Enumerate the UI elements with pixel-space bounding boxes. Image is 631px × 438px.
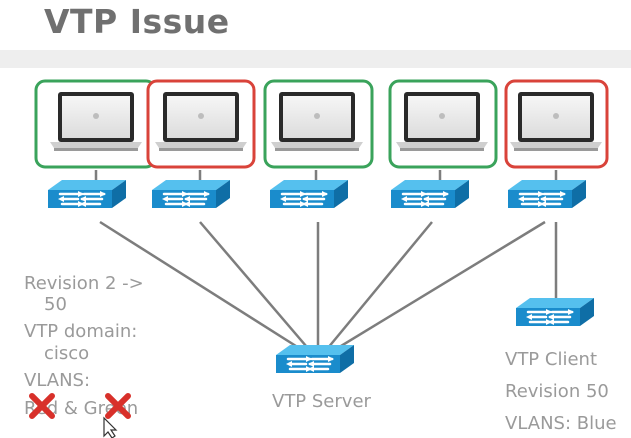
header-divider-band bbox=[0, 50, 631, 68]
cross-mark-icon bbox=[105, 393, 131, 419]
client-revision: Revision 50 bbox=[505, 381, 609, 402]
laptop-icon bbox=[271, 92, 363, 151]
client-switch-icon bbox=[514, 296, 596, 328]
laptop-5 bbox=[504, 79, 609, 169]
vtp-domain-label: VTP domain: bbox=[24, 321, 138, 342]
vtp-server-label: VTP Server bbox=[272, 391, 371, 412]
client-vlans: VLANS: Blue bbox=[505, 413, 617, 434]
switch-icon-3 bbox=[268, 178, 350, 210]
server-switch-icon bbox=[274, 343, 356, 375]
laptop-icon bbox=[510, 92, 602, 151]
switch-icon-5 bbox=[506, 178, 588, 210]
link-switch-4 bbox=[317, 221, 433, 361]
switch-icon-1 bbox=[46, 178, 128, 210]
revision-note: Revision 2 -> bbox=[24, 273, 144, 294]
link-switch-5 bbox=[317, 220, 546, 362]
laptop-icon bbox=[155, 92, 247, 151]
link-switch-1 bbox=[99, 220, 319, 362]
link-lines bbox=[94, 170, 558, 362]
revision-value: 50 bbox=[44, 294, 67, 315]
switch-icon-4 bbox=[389, 178, 471, 210]
vlans-label: VLANS: bbox=[24, 370, 91, 391]
laptop-icon bbox=[396, 92, 488, 151]
laptop-1 bbox=[34, 79, 157, 169]
laptop-4 bbox=[388, 79, 498, 169]
vtp-client-label: VTP Client bbox=[505, 349, 597, 370]
slide-title: VTP Issue bbox=[44, 2, 230, 41]
switch-icon-2 bbox=[150, 178, 232, 210]
laptop-icon bbox=[50, 92, 142, 151]
vtp-domain-value: cisco bbox=[44, 343, 90, 364]
slide-header: VTP Issue bbox=[0, 0, 631, 50]
cross-mark-icon bbox=[29, 393, 55, 419]
laptop-2 bbox=[146, 79, 256, 169]
link-switch-2 bbox=[199, 221, 319, 361]
mouse-pointer-icon bbox=[103, 416, 118, 438]
laptop-3 bbox=[263, 79, 374, 169]
